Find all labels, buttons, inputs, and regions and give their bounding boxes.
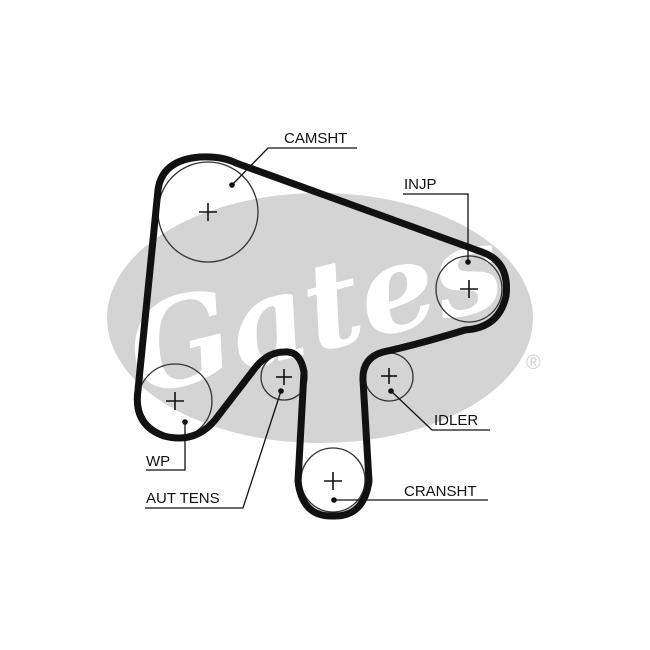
- wp-centre-cross: [166, 392, 184, 410]
- label-cransht: CRANSHT: [404, 483, 477, 500]
- wp-leader: [146, 422, 186, 471]
- idler-leader: [390, 390, 490, 431]
- camsht-leader: [231, 147, 357, 186]
- idler-dot: [388, 388, 394, 394]
- camsht-dot: [229, 182, 235, 188]
- aut-tens-dot: [278, 388, 284, 394]
- gates-logo-watermark: Gates ®: [107, 193, 541, 443]
- injp-leader: [403, 193, 469, 262]
- leader-dots: [182, 182, 471, 503]
- crankshaft-centre-cross: [324, 472, 342, 490]
- idler-centre-cross: [381, 368, 397, 384]
- injp-centre-cross: [460, 280, 478, 298]
- camshaft-centre-cross: [199, 203, 217, 221]
- pulley-centres: [166, 203, 478, 490]
- injp-dot: [465, 259, 471, 265]
- logo-ellipse: [107, 193, 533, 443]
- label-idler: IDLER: [434, 412, 478, 429]
- leader-lines: [145, 147, 490, 509]
- cransht-dot: [331, 497, 337, 503]
- label-aut-tens: AUT TENS: [146, 490, 220, 507]
- label-wp: WP: [146, 453, 170, 470]
- logo-registered-mark: ®: [526, 352, 541, 374]
- aut-tens-leader: [145, 390, 282, 509]
- wp-dot: [182, 419, 188, 425]
- tensioner-centre-cross: [276, 369, 292, 385]
- label-injp: INJP: [404, 176, 437, 193]
- timing-belt: [133, 153, 510, 520]
- label-camsht: CAMSHT: [284, 130, 347, 147]
- injection-pump-pulley: [435, 255, 503, 323]
